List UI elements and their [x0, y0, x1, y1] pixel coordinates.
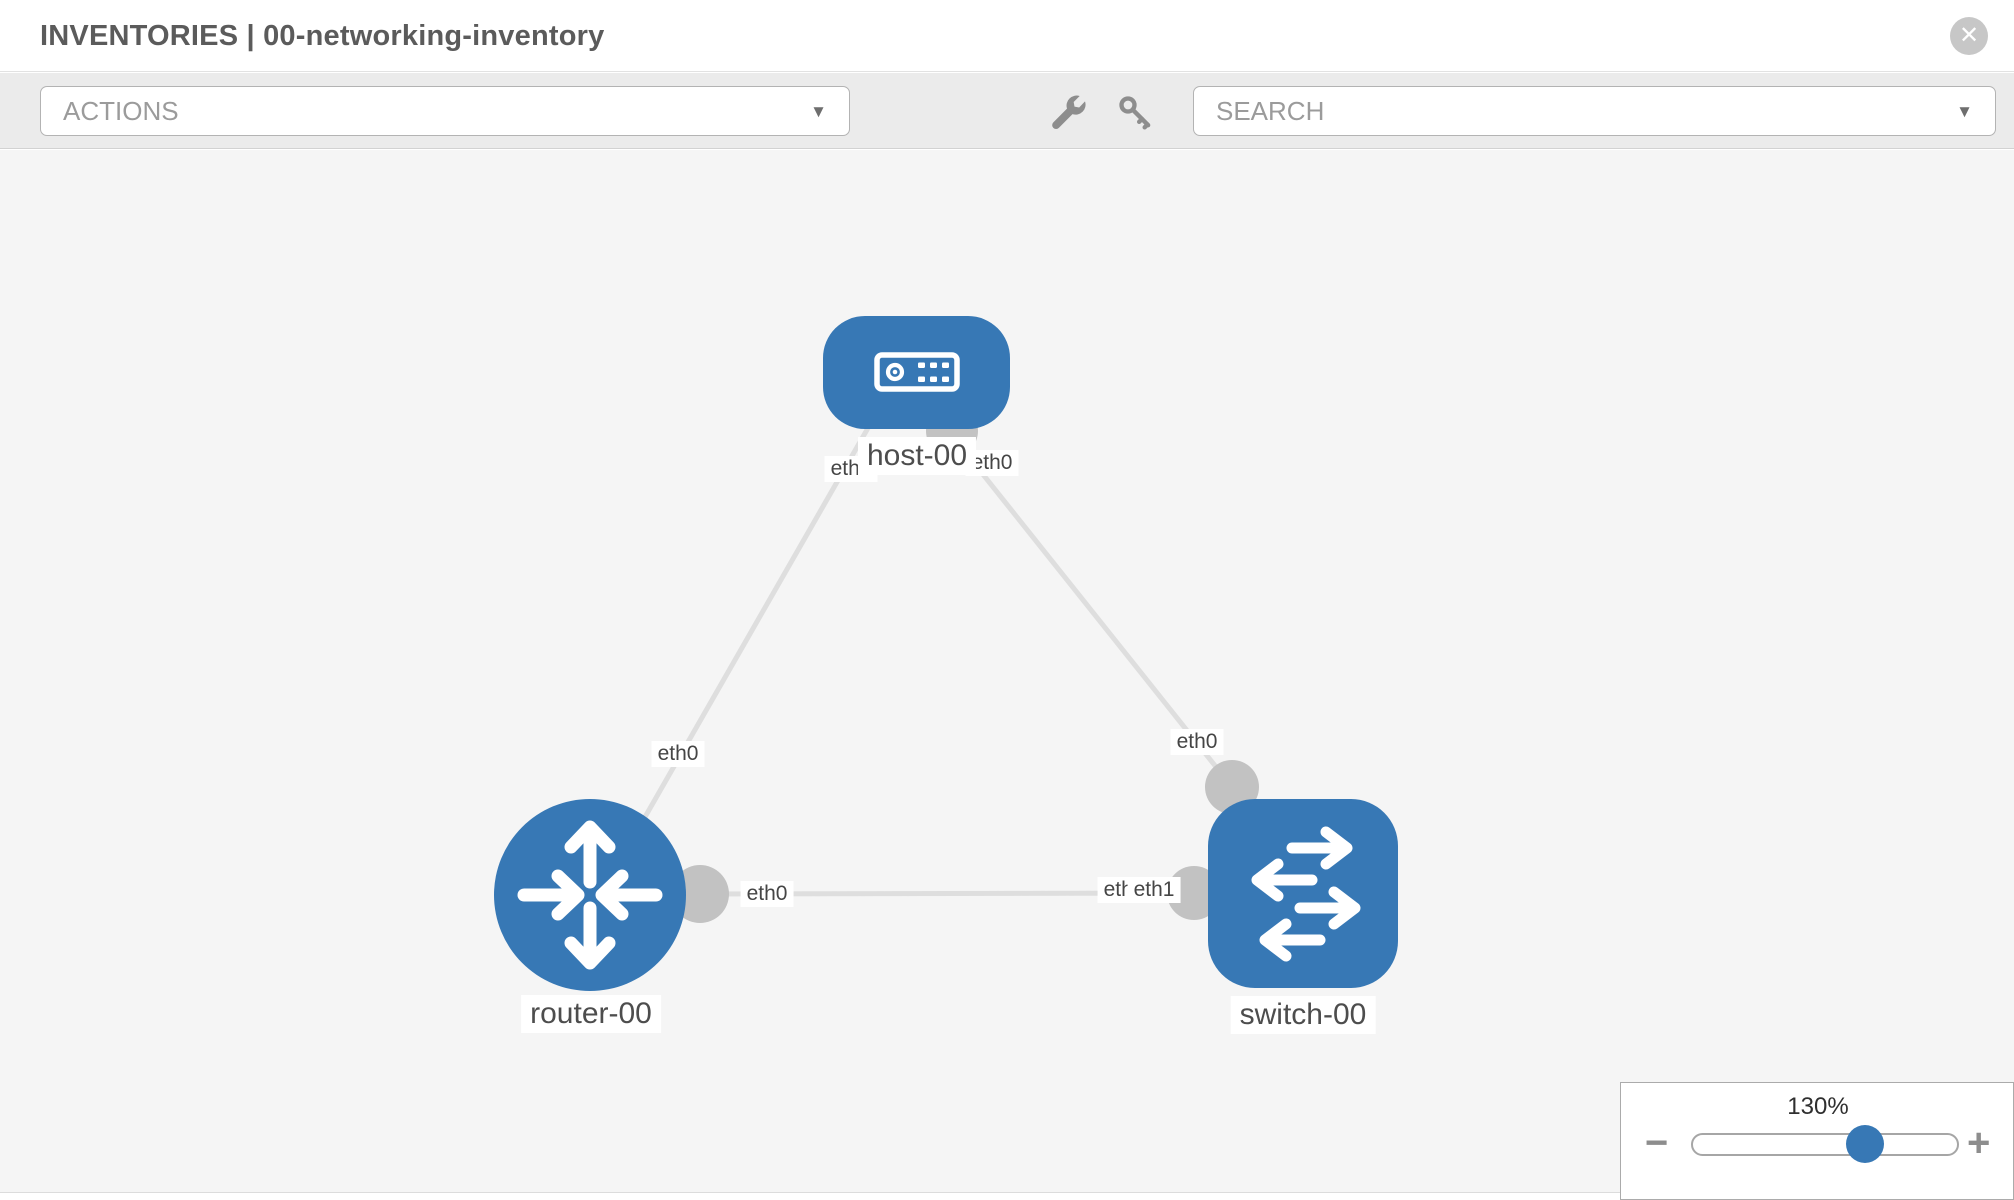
key-icon	[1119, 96, 1151, 130]
node-label-host-00: host-00	[857, 437, 977, 475]
edge-label-switch-eth0-top: eth0	[1170, 729, 1224, 755]
actions-dropdown[interactable]: ACTIONS ▼	[40, 86, 850, 136]
zoom-out-button[interactable]: −	[1645, 1123, 1668, 1163]
chevron-down-icon: ▼	[1956, 102, 1973, 121]
toolbar: ACTIONS ▼ SEARCH ▼	[0, 73, 2014, 149]
connector-router-eth0	[671, 865, 729, 923]
minus-icon: −	[1645, 1121, 1669, 1165]
node-label-switch-00: switch-00	[1230, 996, 1376, 1034]
switch-icon	[1251, 826, 1361, 962]
host-icon	[874, 352, 960, 392]
page-header: INVENTORIES | 00-networking-inventory ✕	[0, 0, 2014, 72]
node-router-00[interactable]	[494, 799, 686, 991]
close-button[interactable]: ✕	[1950, 17, 1988, 55]
node-switch-00[interactable]	[1208, 799, 1398, 988]
zoom-level: 130%	[1787, 1093, 1849, 1120]
wrench-icon	[1052, 95, 1086, 129]
edge-label-switch-eth1: eth1	[1127, 877, 1181, 903]
credentials-button[interactable]	[1116, 93, 1156, 133]
node-label-router-00: router-00	[521, 995, 661, 1033]
router-icon	[517, 820, 663, 970]
edge-label-router-eth0-right: eth0	[740, 881, 794, 907]
page-title: INVENTORIES | 00-networking-inventory	[40, 20, 605, 52]
zoom-in-button[interactable]: +	[1967, 1123, 1990, 1163]
topology-links	[642, 419, 1234, 897]
zoom-slider-track[interactable]	[1691, 1133, 1959, 1156]
search-dropdown-label: SEARCH	[1216, 96, 1325, 126]
network-canvas[interactable]: eth0 eth0 eth0 eth0 eth0 eth0 eth1 host-…	[0, 150, 2014, 1193]
connector-switch-eth1	[1167, 866, 1221, 920]
search-dropdown[interactable]: SEARCH ▼	[1193, 86, 1996, 136]
edge-label-router-eth0-top: eth0	[651, 741, 705, 767]
zoom-slider-thumb[interactable]	[1846, 1125, 1884, 1163]
node-host-00[interactable]	[823, 316, 1010, 429]
zoom-panel: 130% − +	[1620, 1082, 2014, 1200]
plus-icon: +	[1967, 1121, 1991, 1165]
interface-connectors	[671, 405, 1259, 923]
chevron-down-icon: ▼	[810, 102, 827, 121]
link-host-switch	[948, 431, 1234, 789]
tools-button[interactable]	[1048, 93, 1088, 133]
close-icon: ✕	[1958, 22, 1980, 49]
actions-dropdown-label: ACTIONS	[63, 96, 179, 126]
